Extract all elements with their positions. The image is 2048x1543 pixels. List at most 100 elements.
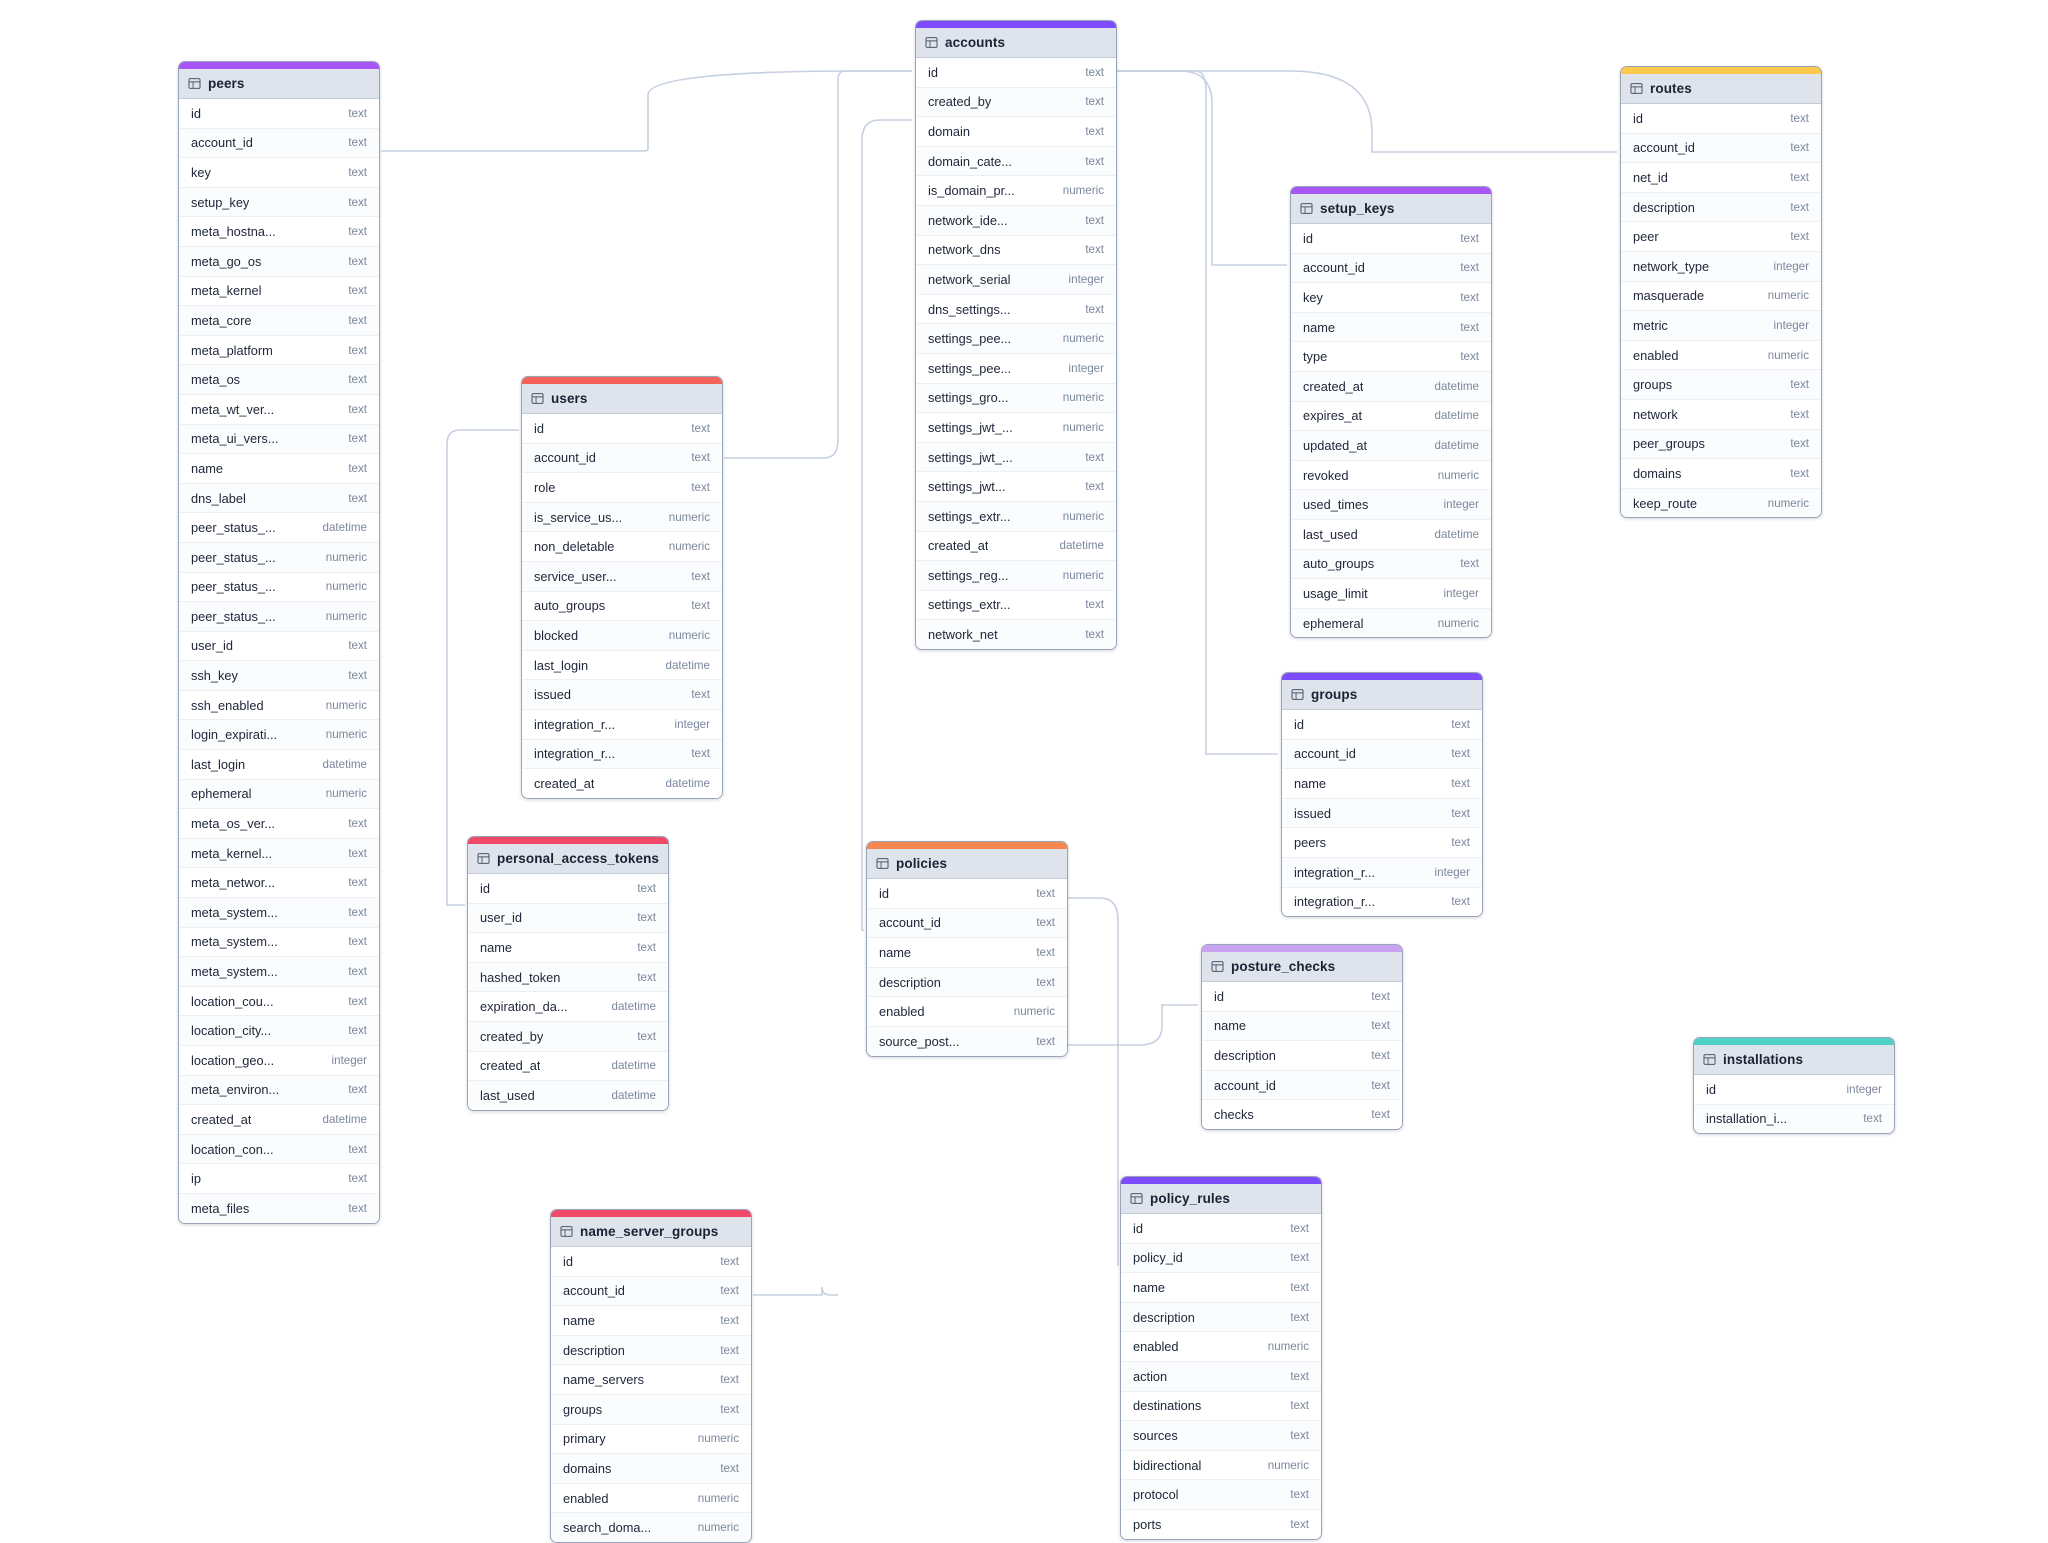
table-field-row[interactable]: settings_reg...numeric xyxy=(916,561,1116,591)
table-header-policy_rules[interactable]: policy_rules xyxy=(1121,1184,1321,1214)
table-field-row[interactable]: source_post...text xyxy=(867,1026,1067,1056)
table-field-row[interactable]: settings_jwt...text xyxy=(916,472,1116,502)
table-field-row[interactable]: peer_status_...numeric xyxy=(179,542,379,573)
table-field-row[interactable]: meta_hostna...text xyxy=(179,217,379,247)
table-field-row[interactable]: network_ide...text xyxy=(916,205,1116,236)
table-header-peers[interactable]: peers xyxy=(179,69,379,99)
table-field-row[interactable]: integration_r...text xyxy=(522,739,722,770)
table-field-row[interactable]: location_city...text xyxy=(179,1016,379,1046)
table-field-row[interactable]: settings_pee...integer xyxy=(916,353,1116,384)
table-field-row[interactable]: meta_ui_vers...text xyxy=(179,424,379,455)
table-field-row[interactable]: location_cou...text xyxy=(179,986,379,1017)
table-field-row[interactable]: settings_jwt_...text xyxy=(916,442,1116,473)
table-header-policies[interactable]: policies xyxy=(867,849,1067,879)
table-field-row[interactable]: installation_i...text xyxy=(1694,1104,1894,1134)
table-field-row[interactable]: settings_jwt_...numeric xyxy=(916,413,1116,443)
table-field-row[interactable]: meta_system...text xyxy=(179,927,379,958)
table-field-row[interactable]: settings_gro...numeric xyxy=(916,383,1116,414)
table-header-name_server_groups[interactable]: name_server_groups xyxy=(551,1217,751,1247)
table-header-routes[interactable]: routes xyxy=(1621,74,1821,104)
table-field-row[interactable]: settings_pee...numeric xyxy=(916,324,1116,354)
table-field-row[interactable]: search_doma...numeric xyxy=(551,1513,751,1542)
table-field-row[interactable]: login_expirati...numeric xyxy=(179,720,379,751)
table-field-row[interactable]: integration_r...integer xyxy=(1282,857,1482,888)
table-field-row[interactable]: peer_status_...numeric xyxy=(179,602,379,632)
table-field-row[interactable]: meta_os_ver...text xyxy=(179,809,379,839)
table-field-row[interactable]: location_geo...integer xyxy=(179,1046,379,1076)
table-field-row[interactable]: dns_settings...text xyxy=(916,294,1116,325)
table-field-row[interactable]: meta_environ...text xyxy=(179,1075,379,1106)
